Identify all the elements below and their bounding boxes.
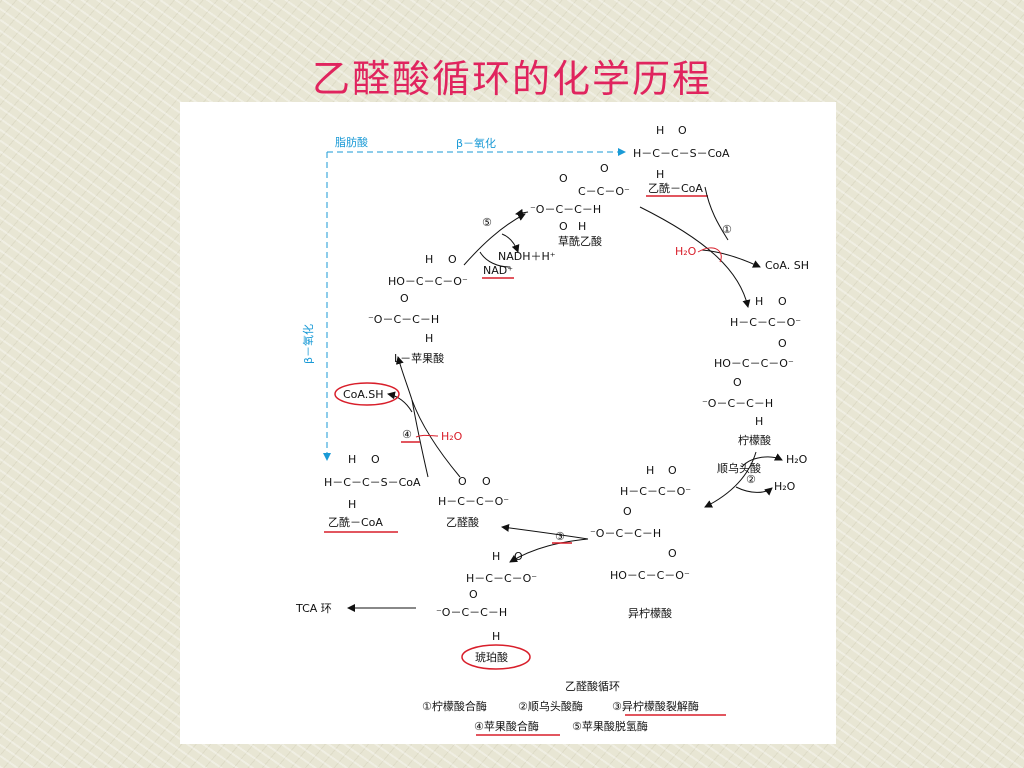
legend-enzyme-5: ⑤苹果酸脱氢酶 [572, 719, 648, 733]
fatty-acid-label: 脂肪酸 [335, 135, 368, 149]
citrate: H O H－C－C－O⁻ O HO－C－C－O⁻ O ⁻O－C－C－H H 柠檬… [702, 295, 801, 447]
step2-number: ② [746, 473, 756, 486]
diagram-panel: 脂肪酸 β－氧化 β－氧化 H O H－C－C－S－CoA H 乙酰－CoA O… [180, 102, 836, 744]
step2-h2o-b: H₂O [774, 480, 796, 493]
oxaloacetate: O O C－C－O⁻ ⁻O－C－C－H O H 草酰乙酸 [530, 162, 630, 248]
svg-text:H: H [348, 498, 356, 511]
slide-title: 乙醛酸循环的化学历程 [311, 57, 712, 101]
acetyl-coa-top: H O H－C－C－S－CoA H 乙酰－CoA [633, 124, 730, 197]
svg-text:O: O [778, 337, 787, 350]
citrate-name: 柠檬酸 [738, 433, 771, 447]
svg-text:O: O [514, 550, 523, 563]
svg-text:H: H [492, 630, 500, 643]
glyoxylate-name: 乙醛酸 [446, 515, 479, 529]
step-5: ⑤ NADH＋H⁺ NAD⁺ [463, 213, 556, 279]
svg-text:H－C－C－O⁻: H－C－C－O⁻ [466, 572, 537, 585]
legend-enzyme-3: ③异柠檬酸裂解酶 [612, 699, 699, 713]
step2-enzyme: 顺乌头酸 [717, 461, 761, 475]
malate-name: L－苹果酸 [394, 351, 444, 365]
step5-nad: NAD⁺ [483, 264, 513, 277]
svg-text:⁻O－C－C－H: ⁻O－C－C－H [368, 313, 439, 326]
step4-coash: CoA.SH [343, 388, 384, 401]
svg-text:H: H [492, 550, 500, 563]
svg-text:H: H [425, 332, 433, 345]
svg-text:O: O [448, 253, 457, 266]
svg-text:O: O [623, 505, 632, 518]
svg-text:H: H [656, 168, 664, 181]
acetyl-coa-top-name: 乙酰－CoA [648, 181, 703, 195]
isocitrate-name: 异柠檬酸 [628, 606, 672, 620]
svg-text:H: H [578, 220, 586, 233]
svg-text:H: H [348, 453, 356, 466]
svg-text:O: O [668, 464, 677, 477]
svg-text:O: O [668, 547, 677, 560]
svg-text:H－C－C－S－CoA: H－C－C－S－CoA [324, 476, 421, 489]
svg-text:O: O [778, 295, 787, 308]
enzyme-legend: 乙醛酸循环 ①柠檬酸合酶 ②顺乌头酸酶 ③异柠檬酸裂解酶 ④苹果酸合酶 ⑤苹果酸… [422, 679, 726, 736]
legend-title: 乙醛酸循环 [565, 679, 620, 693]
svg-text:⁻O－C－C－H: ⁻O－C－C－H [530, 203, 601, 216]
legend-enzyme-4: ④苹果酸合酶 [474, 719, 539, 733]
oxaloacetate-name: 草酰乙酸 [558, 234, 602, 248]
step4-number: ④ [402, 428, 412, 441]
beta-oxidation-left-label: β－氧化 [301, 324, 315, 364]
step5-nadh: NADH＋H⁺ [498, 250, 556, 263]
svg-text:H: H [755, 415, 763, 428]
step5-number: ⑤ [482, 216, 492, 229]
svg-text:H: H [425, 253, 433, 266]
svg-text:C－C－O⁻: C－C－O⁻ [578, 185, 630, 198]
isocitrate: H O H－C－C－O⁻ O ⁻O－C－C－H O HO－C－C－O⁻ 异柠檬酸 [590, 464, 691, 620]
svg-text:O: O [678, 124, 687, 137]
svg-text:H: H [646, 464, 654, 477]
svg-text:H－C－C－O⁻: H－C－C－O⁻ [620, 485, 691, 498]
svg-text:H: H [755, 295, 763, 308]
svg-text:H: H [656, 124, 664, 137]
succinate: H O H－C－C－O⁻ O ⁻O－C－C－H H 琥珀酸 [436, 550, 537, 670]
svg-text:O: O [559, 220, 568, 233]
svg-text:O: O [559, 172, 568, 185]
svg-text:O: O [371, 453, 380, 466]
acetyl-coa-left: H O H－C－C－S－CoA H 乙酰－CoA [324, 453, 421, 533]
succinate-name: 琥珀酸 [475, 650, 508, 664]
svg-text:HO－C－C－O⁻: HO－C－C－O⁻ [714, 357, 794, 370]
step1-coash: CoA. SH [765, 259, 809, 272]
tca-cycle-exit: TCA 环 [295, 602, 416, 615]
step-2: 顺乌头酸 H₂O ② H₂O [704, 451, 808, 508]
malate: H O HO－C－C－O⁻ O ⁻O－C－C－H H L－苹果酸 [368, 253, 468, 365]
beta-oxidation-top-label: β－氧化 [456, 136, 496, 150]
step4-h2o: H₂O [441, 430, 463, 443]
svg-text:⁻O－C－C－H: ⁻O－C－C－H [590, 527, 661, 540]
svg-text:HO－C－C－O⁻: HO－C－C－O⁻ [610, 569, 690, 582]
tca-label: TCA 环 [295, 602, 332, 615]
svg-text:O: O [733, 376, 742, 389]
svg-text:⁻O－C－C－H: ⁻O－C－C－H [702, 397, 773, 410]
step1-number: ① [722, 223, 732, 236]
svg-text:O: O [600, 162, 609, 175]
beta-oxidation-path: 脂肪酸 β－氧化 β－氧化 [301, 135, 626, 461]
legend-enzyme-1: ①柠檬酸合酶 [422, 699, 487, 713]
step1-h2o: H₂O [675, 245, 697, 258]
step-4: ④ H₂O CoA.SH [334, 356, 463, 478]
svg-text:O: O [469, 588, 478, 601]
acetyl-coa-left-name: 乙酰－CoA [328, 515, 383, 529]
glyoxylate: O O H－C－C－O⁻ 乙醛酸 [438, 475, 509, 529]
step1-main-arrow [639, 206, 751, 308]
svg-text:O: O [400, 292, 409, 305]
step3-number: ③ [555, 530, 565, 543]
svg-text:O: O [458, 475, 467, 488]
step2-h2o-a: H₂O [786, 453, 808, 466]
svg-text:H－C－C－O⁻: H－C－C－O⁻ [438, 495, 509, 508]
step-1: ① H₂O CoA. SH [639, 186, 809, 308]
svg-text:HO－C－C－O⁻: HO－C－C－O⁻ [388, 275, 468, 288]
svg-text:H－C－C－O⁻: H－C－C－O⁻ [730, 316, 801, 329]
svg-text:⁻O－C－C－H: ⁻O－C－C－H [436, 606, 507, 619]
legend-enzyme-2: ②顺乌头酸酶 [518, 699, 583, 713]
glyoxylate-cycle-diagram: 脂肪酸 β－氧化 β－氧化 H O H－C－C－S－CoA H 乙酰－CoA O… [295, 124, 809, 736]
step-3: ③ [501, 523, 589, 563]
svg-text:H－C－C－S－CoA: H－C－C－S－CoA [633, 147, 730, 160]
svg-text:O: O [482, 475, 491, 488]
